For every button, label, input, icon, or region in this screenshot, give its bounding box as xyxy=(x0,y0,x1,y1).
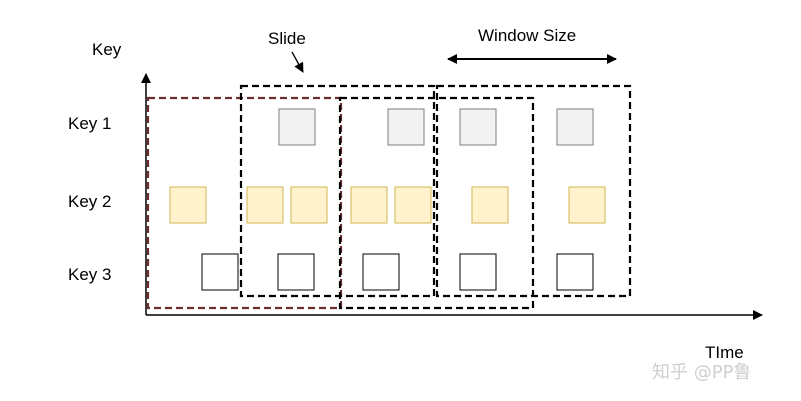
event-square xyxy=(471,186,509,224)
event-square xyxy=(387,108,425,146)
event-square xyxy=(350,186,388,224)
window-size-label: Window Size xyxy=(478,26,576,45)
event-square xyxy=(459,108,497,146)
x-axis-label: TIme xyxy=(705,343,744,362)
event-square xyxy=(277,253,315,291)
y-axis-label: Key xyxy=(92,40,122,59)
key-3-label: Key 3 xyxy=(68,265,111,284)
window-3 xyxy=(338,96,535,310)
event-square xyxy=(362,253,400,291)
sliding-windows xyxy=(146,84,632,310)
event-square xyxy=(556,108,594,146)
key-3-events xyxy=(201,253,594,291)
window-4 xyxy=(435,84,632,298)
event-square xyxy=(246,186,284,224)
event-square xyxy=(394,186,432,224)
key-1-label: Key 1 xyxy=(68,114,111,133)
event-square xyxy=(568,186,606,224)
key-1-events xyxy=(278,108,594,146)
event-square xyxy=(278,108,316,146)
slide-arrow xyxy=(291,51,304,73)
event-square xyxy=(290,186,328,224)
event-square xyxy=(201,253,239,291)
slide-label: Slide xyxy=(268,29,306,48)
event-square xyxy=(556,253,594,291)
key-2-label: Key 2 xyxy=(68,192,111,211)
window-2 xyxy=(239,84,436,298)
watermark: 知乎 @PP鲁 xyxy=(652,362,751,383)
key-2-events xyxy=(169,186,606,224)
event-square xyxy=(169,186,207,224)
window-1 xyxy=(146,96,343,310)
event-square xyxy=(459,253,497,291)
